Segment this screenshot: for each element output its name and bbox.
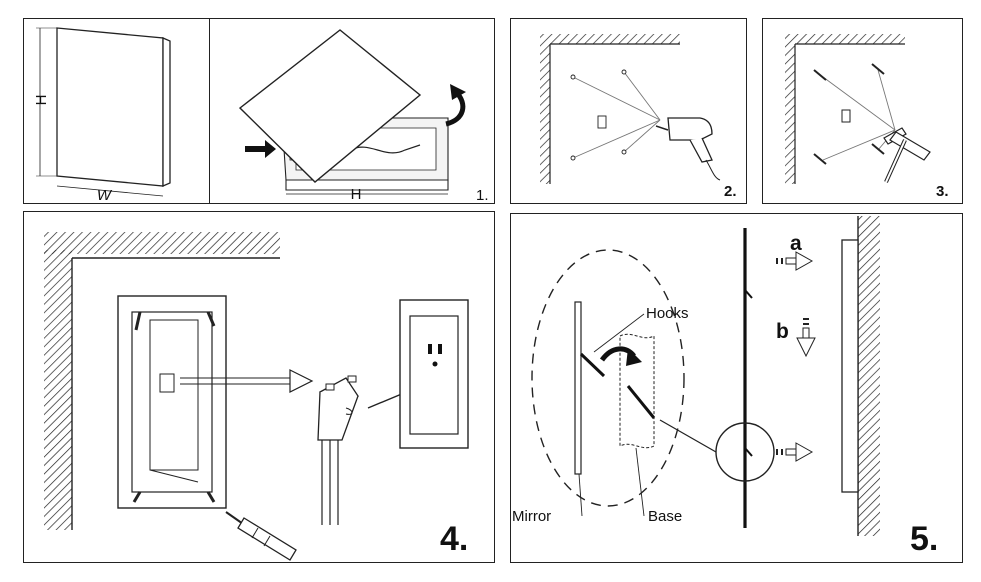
power-drill-icon (655, 117, 721, 181)
cable-arrow (180, 369, 314, 393)
step-b-label: b (776, 320, 789, 343)
step-2-number: 2. (724, 183, 737, 200)
mounting-base-frame (117, 295, 227, 509)
detail-leader-line (659, 419, 717, 453)
mirror-mounted-side-view (841, 239, 859, 493)
drill-marking-lines (570, 69, 661, 161)
unpack-mirror-drawing (238, 29, 466, 195)
hooks-label: Hooks (646, 305, 689, 322)
wall-outlet-icon (399, 299, 469, 449)
step-4-number: 4. (440, 520, 468, 558)
step-1-number: 1. (476, 187, 489, 204)
wall-anchor-icons (813, 63, 885, 165)
direction-arrow-push (776, 442, 814, 462)
wall-corner-hatch-2 (540, 34, 680, 184)
screwdriver-icon (225, 511, 297, 561)
mirror-label: Mirror (512, 508, 551, 525)
direction-arrow-a (776, 251, 814, 271)
direction-arrow-b (796, 318, 816, 358)
dimension-w-label: W (97, 187, 113, 204)
power-plug-icon (317, 375, 359, 525)
base-label: Base (648, 508, 682, 525)
step-5-number: 5. (910, 520, 938, 558)
detail-ellipse (531, 249, 685, 507)
wall-hatch-5 (857, 216, 880, 536)
wall-corner-hatch-4 (44, 232, 280, 530)
panel-step-5 (510, 213, 963, 563)
hook-detail-drawing (574, 301, 656, 517)
step-a-label: a (790, 232, 802, 255)
dimension-h2-label: H (351, 186, 362, 203)
wall-corner-hatch-3 (785, 34, 905, 184)
anchor-marking-lines (822, 69, 896, 161)
hammer-icon (883, 127, 931, 183)
dimension-h-label: H (33, 95, 50, 106)
step-3-number: 3. (936, 183, 949, 200)
mirror-dimension-drawing (36, 27, 171, 197)
